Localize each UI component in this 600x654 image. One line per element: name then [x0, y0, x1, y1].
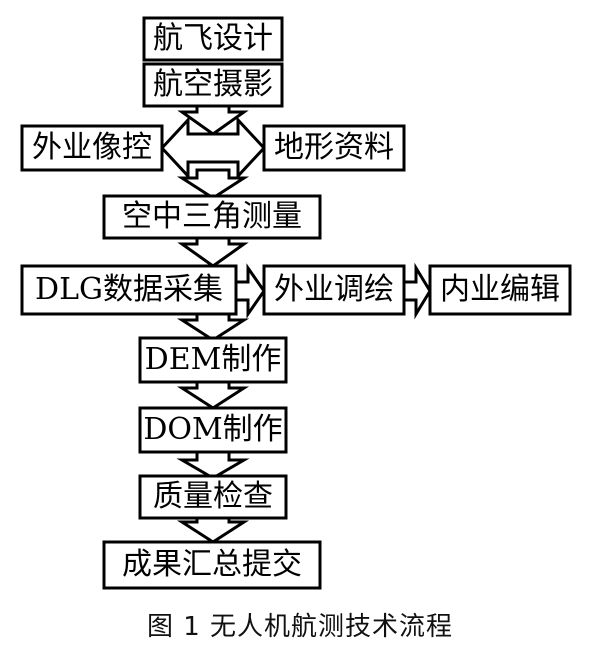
node-aerial-photography: 航空摄影 [142, 62, 284, 108]
node-field-check: 外业调绘 [262, 264, 406, 316]
node-results-submit-label: 成果汇总提交 [122, 547, 302, 582]
node-aerial-triangulation-label: 空中三角测量 [122, 199, 302, 234]
arrow-down-to-dem [176, 310, 250, 342]
node-dlg-collection-label: DLG数据采集 [35, 272, 223, 307]
arrow-down-to-quality [176, 450, 250, 480]
node-field-control: 外业像控 [20, 124, 164, 172]
arrow-down-to-dom [176, 378, 250, 410]
arrow-down-to-dlg [177, 234, 249, 268]
node-aerial-photography-label: 航空摄影 [153, 67, 273, 102]
node-dom-production: DOM制作 [138, 406, 288, 454]
node-quality-check: 质量检查 [138, 474, 288, 520]
arrow-right-to-office-edit [402, 262, 432, 320]
node-field-control-label: 外业像控 [32, 130, 152, 165]
node-office-edit-label: 内业编辑 [440, 272, 560, 307]
arrow-down-photography [177, 102, 249, 136]
arrow-right-to-field-check [234, 263, 266, 319]
node-results-submit: 成果汇总提交 [102, 540, 322, 590]
node-aerial-triangulation: 空中三角测量 [102, 194, 322, 240]
node-terrain-data-label: 地形资料 [274, 130, 394, 165]
node-field-check-label: 外业调绘 [274, 272, 394, 307]
node-dom-production-label: DOM制作 [143, 412, 282, 447]
arrow-down-to-triangulation [176, 168, 250, 200]
node-dlg-collection: DLG数据采集 [20, 264, 238, 316]
node-flight-design-label: 航飞设计 [153, 21, 273, 56]
figure-caption: 图 1 无人机航测技术流程 [146, 612, 454, 642]
workflow-diagram: 航飞设计 航空摄影 外业像控 地形资料 空中三角测量 DLG数据采集 外业调绘 … [20, 16, 572, 590]
node-flight-design: 航飞设计 [142, 16, 284, 62]
node-dem-production-label: DEM制作 [145, 342, 282, 377]
node-quality-check-label: 质量检查 [153, 479, 273, 514]
node-terrain-data: 地形资料 [262, 124, 406, 172]
node-office-edit: 内业编辑 [428, 264, 572, 316]
node-dem-production: DEM制作 [138, 336, 288, 384]
